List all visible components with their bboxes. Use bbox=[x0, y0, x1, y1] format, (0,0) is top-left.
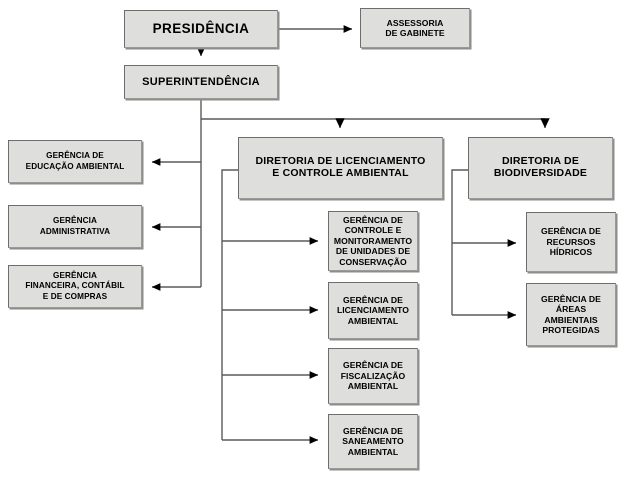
node-gerencia-de-saneamento-ambiental[interactable]: GERÊNCIA DE SANEAMENTO AMBIENTAL bbox=[328, 414, 418, 469]
node-gerencia-administrativa-label: GERÊNCIA ADMINISTRATIVA bbox=[39, 216, 111, 236]
node-assessoria-de-gabinete-label: ASSESSORIA DE GABINETE bbox=[385, 17, 445, 38]
node-gerencia-financeira-contabil-e-de-compras-label: GERÊNCIA FINANCEIRA, CONTÁBIL E DE COMPR… bbox=[25, 271, 125, 301]
node-gerencia-de-recursos-hidricos-label: GERÊNCIA DE RECURSOS HÍDRICOS bbox=[541, 226, 601, 258]
node-diretoria-de-licenciamento-e-controle-ambiental[interactable]: DIRETORIA DE LICENCIAMENTO E CONTROLE AM… bbox=[238, 137, 443, 199]
node-superintendencia-label: SUPERINTENDÊNCIA bbox=[142, 75, 260, 88]
node-gerencia-de-licenciamento-ambiental[interactable]: GERÊNCIA DE LICENCIAMENTO AMBIENTAL bbox=[328, 282, 418, 339]
node-gerencia-de-areas-ambientais-protegidas[interactable]: GERÊNCIA DE ÁREAS AMBIENTAIS PROTEGIDAS bbox=[526, 283, 616, 346]
node-gerencia-de-controle-e-monitoramento-de-unidades-de-conservacao[interactable]: GERÊNCIA DE CONTROLE E MONITORAMENTO DE … bbox=[328, 211, 418, 271]
edge-diretoria-licenciamento-trunk bbox=[221, 169, 238, 440]
node-presidencia-label: PRESIDÊNCIA bbox=[152, 21, 250, 37]
node-gerencia-de-areas-ambientais-protegidas-label: GERÊNCIA DE ÁREAS AMBIENTAIS PROTEGIDAS bbox=[541, 293, 601, 335]
node-gerencia-de-saneamento-ambiental-label: GERÊNCIA DE SANEAMENTO AMBIENTAL bbox=[342, 425, 404, 457]
node-assessoria-de-gabinete[interactable]: ASSESSORIA DE GABINETE bbox=[360, 8, 470, 48]
node-gerencia-de-educacao-ambiental[interactable]: GERÊNCIA DE EDUCAÇÃO AMBIENTAL bbox=[8, 140, 142, 183]
node-gerencia-de-fiscalizacao-ambiental[interactable]: GERÊNCIA DE FISCALIZAÇÃO AMBIENTAL bbox=[328, 348, 418, 404]
node-diretoria-de-licenciamento-e-controle-ambiental-label: DIRETORIA DE LICENCIAMENTO E CONTROLE AM… bbox=[255, 155, 426, 179]
node-presidencia[interactable]: PRESIDÊNCIA bbox=[124, 10, 278, 48]
node-gerencia-administrativa[interactable]: GERÊNCIA ADMINISTRATIVA bbox=[8, 205, 142, 248]
node-gerencia-de-recursos-hidricos[interactable]: GERÊNCIA DE RECURSOS HÍDRICOS bbox=[526, 212, 616, 272]
node-diretoria-de-biodiversidade-label: DIRETORIA DE BIODIVERSIDADE bbox=[493, 155, 588, 179]
edge-diretoria-biodiversidade-trunk bbox=[451, 169, 468, 315]
node-gerencia-de-fiscalizacao-ambiental-label: GERÊNCIA DE FISCALIZAÇÃO AMBIENTAL bbox=[340, 360, 406, 392]
node-diretoria-de-biodiversidade[interactable]: DIRETORIA DE BIODIVERSIDADE bbox=[468, 137, 613, 199]
node-gerencia-de-educacao-ambiental-label: GERÊNCIA DE EDUCAÇÃO AMBIENTAL bbox=[25, 151, 125, 171]
node-superintendencia[interactable]: SUPERINTENDÊNCIA bbox=[124, 65, 278, 99]
node-gerencia-de-controle-e-monitoramento-de-unidades-de-conservacao-label: GERÊNCIA DE CONTROLE E MONITORAMENTO DE … bbox=[333, 214, 413, 267]
node-gerencia-de-licenciamento-ambiental-label: GERÊNCIA DE LICENCIAMENTO AMBIENTAL bbox=[336, 294, 410, 326]
node-gerencia-financeira-contabil-e-de-compras[interactable]: GERÊNCIA FINANCEIRA, CONTÁBIL E DE COMPR… bbox=[8, 265, 142, 308]
